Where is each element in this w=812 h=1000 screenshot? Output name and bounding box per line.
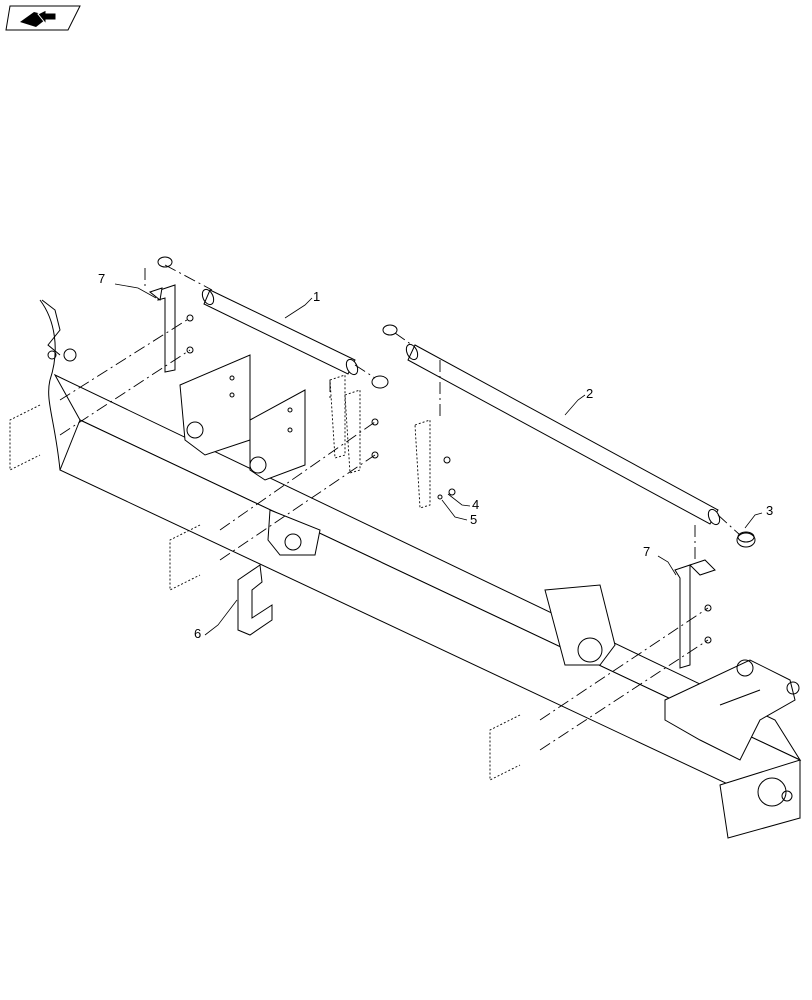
right-mount-brackets — [544, 584, 800, 761]
clamp-rings — [157, 256, 756, 548]
u-bolt-plate — [267, 509, 321, 556]
hanger-strap-ghosts — [329, 374, 431, 509]
callout-2-label: 2 — [586, 386, 593, 401]
hanger-strap-right — [674, 559, 716, 669]
u-bolt-ghosts — [9, 404, 521, 781]
left-mount-brackets — [179, 354, 306, 481]
main-frame-beam — [39, 299, 802, 839]
nav-icon-button[interactable] — [5, 5, 81, 31]
callout-4-label: 4 — [472, 497, 479, 512]
callout-5-label: 5 — [470, 512, 477, 527]
nuts-and-washers — [186, 314, 712, 644]
pipe-1 — [201, 288, 359, 376]
book-arrow-icon — [20, 9, 57, 27]
assembly-centerlines — [59, 264, 741, 751]
callout-7b-label: 7 — [643, 544, 650, 559]
callout-7a-label: 7 — [98, 271, 105, 286]
callout-leaders — [114, 283, 763, 636]
u-bolt — [237, 564, 273, 636]
hanger-strap-left — [148, 284, 176, 373]
callout-1-label: 1 — [313, 289, 320, 304]
pipe-2 — [405, 343, 721, 526]
callout-labels: 1 2 3 4 5 6 7 7 — [98, 271, 773, 641]
callout-3-label: 3 — [766, 503, 773, 518]
callout-6-label: 6 — [194, 626, 201, 641]
